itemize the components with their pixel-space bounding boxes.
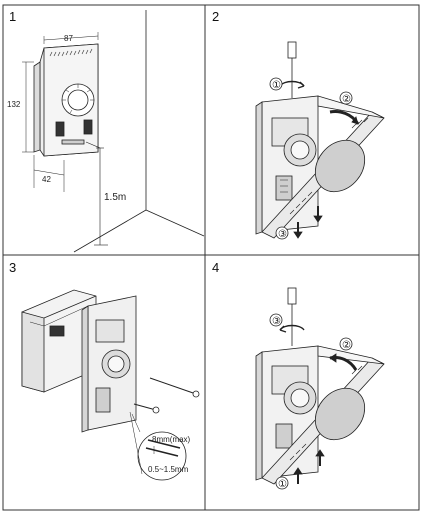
dimension-width-label: 87 xyxy=(64,34,73,43)
panel-1-room-mounting xyxy=(22,10,205,253)
panel-label-1: 1 xyxy=(9,9,16,24)
step-2-label: ② xyxy=(342,94,351,105)
panel-label-4: 4 xyxy=(212,260,219,275)
step-1-icon xyxy=(269,77,283,91)
panel-3-wall-box-mounting xyxy=(21,289,200,481)
step-3-icon xyxy=(275,226,289,240)
step-2-icon xyxy=(339,337,353,351)
panel-2-remove-cover xyxy=(255,41,385,240)
step-1-icon xyxy=(275,476,289,490)
range-label: 0.5~1.5mm xyxy=(148,465,189,474)
panel4-step-2-label: ② xyxy=(342,340,351,351)
thermostat-front-view xyxy=(33,43,99,157)
screwdriver-icon xyxy=(287,287,297,305)
detail-callout xyxy=(137,431,187,481)
step-1-label: ① xyxy=(272,80,281,91)
step-3-label: ③ xyxy=(278,229,287,240)
panel-label-2: 2 xyxy=(212,9,219,24)
screwdriver-icon xyxy=(287,41,297,59)
step-3-icon xyxy=(269,313,283,327)
screw-icon xyxy=(192,390,200,398)
dimension-depth-label: 42 xyxy=(42,175,51,184)
dial-icon xyxy=(61,83,95,117)
mount-height-label: 1.5m xyxy=(104,192,126,203)
panel-frame-1 xyxy=(2,4,206,256)
panel-4-reattach-cover xyxy=(255,287,385,490)
panel4-step-1-label: ① xyxy=(278,479,287,490)
gap-label: 8mm(max) xyxy=(152,435,191,444)
panel4-step-3-label: ③ xyxy=(272,316,281,327)
step-2-icon xyxy=(339,91,353,105)
panel-label-3: 3 xyxy=(9,260,16,275)
dimension-height-label: 132 xyxy=(7,100,21,109)
panel-frame-4 xyxy=(204,254,420,511)
